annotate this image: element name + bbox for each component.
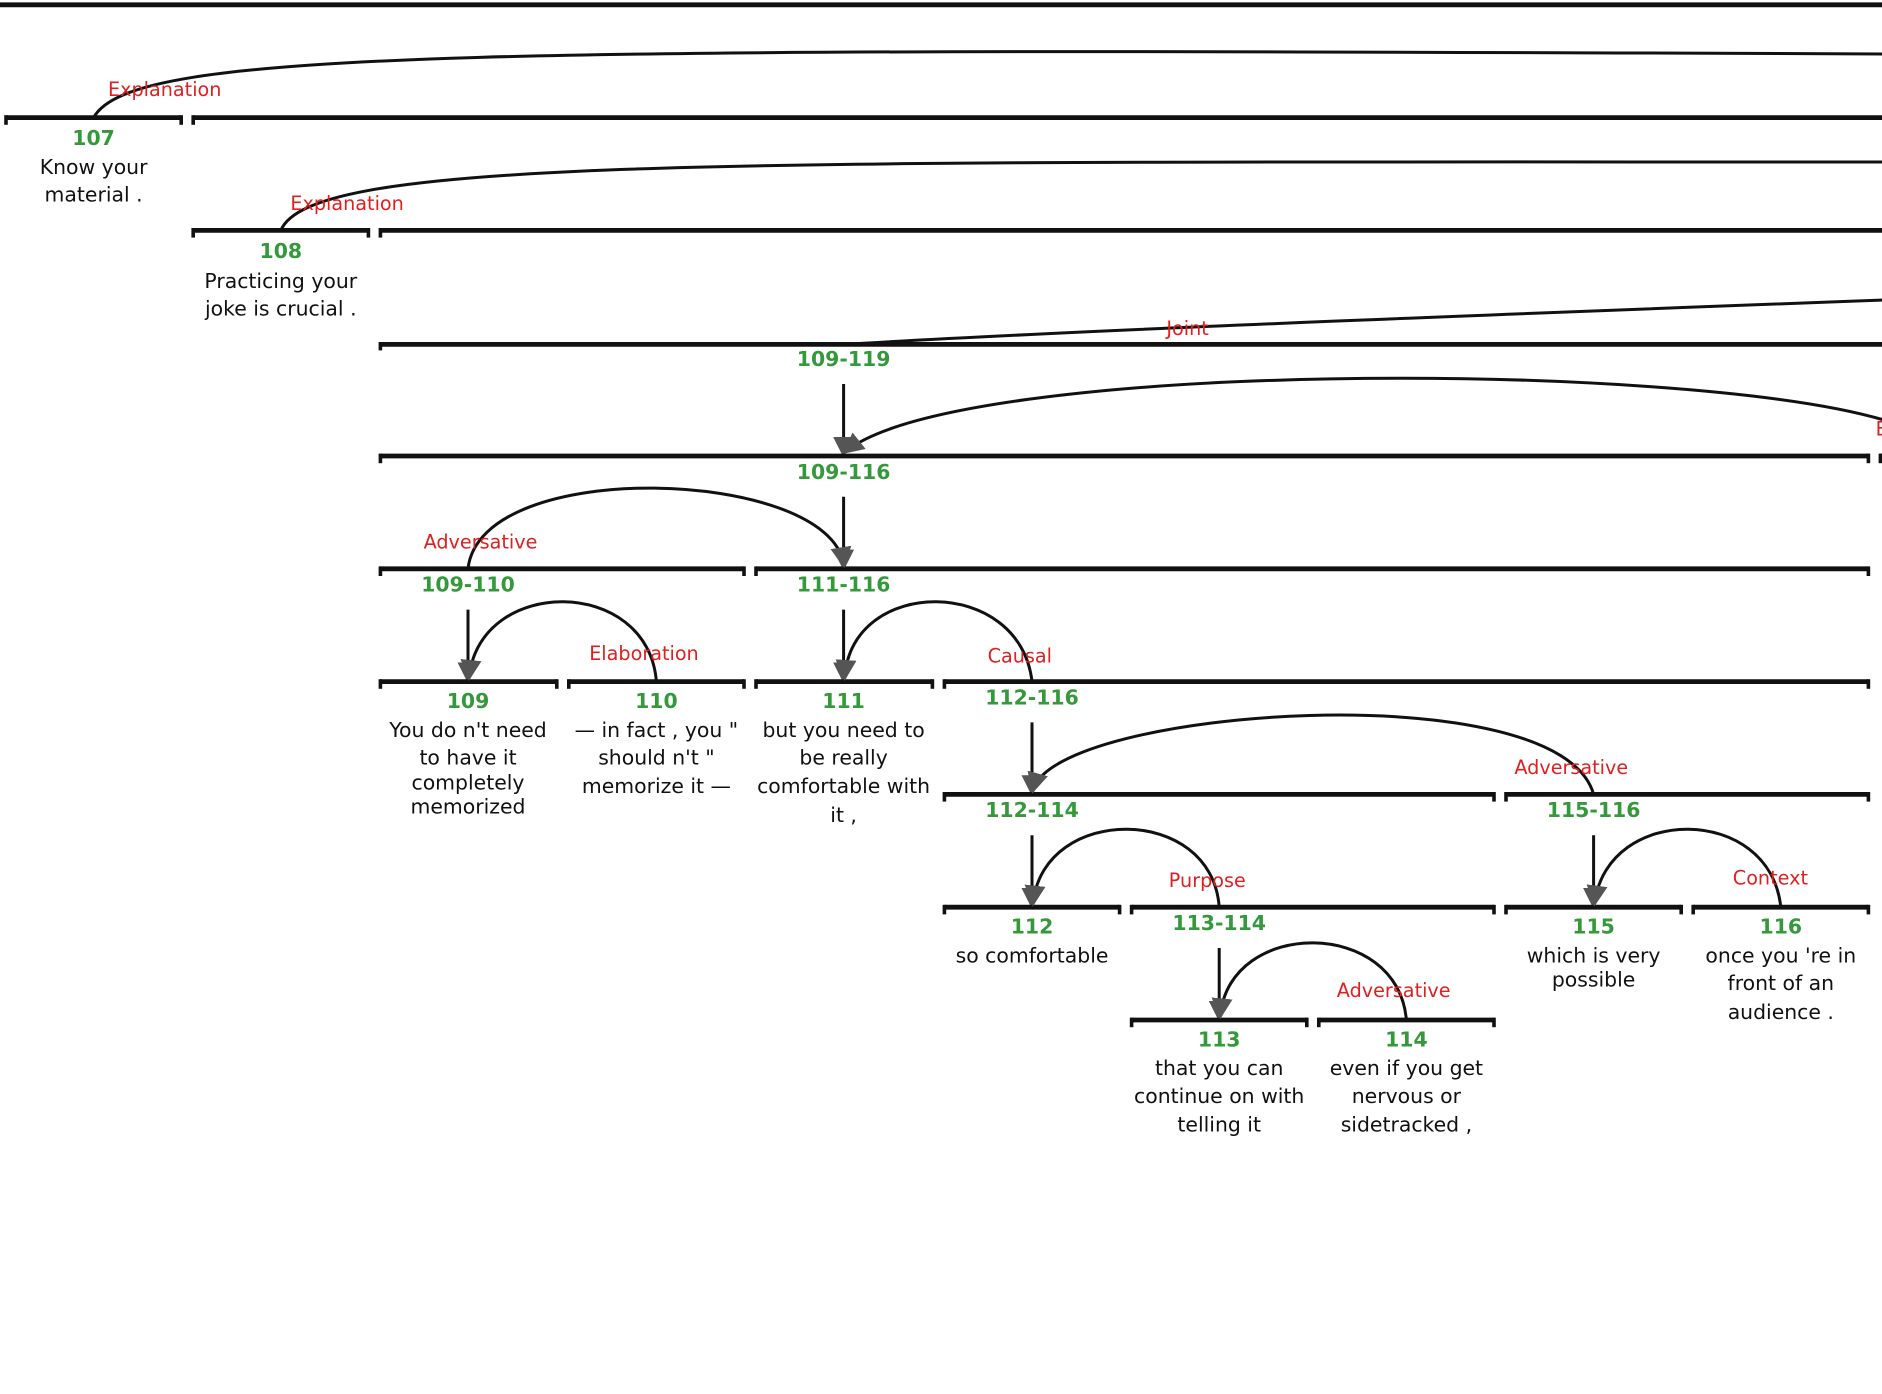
edu-115-line-2: possible bbox=[1552, 967, 1635, 991]
edu-113-line-1: that you can bbox=[1155, 1056, 1283, 1080]
relation-label-explanation-108: Explanation bbox=[290, 192, 403, 215]
span-label-113-114: 113-114 bbox=[1172, 911, 1266, 935]
relation-label-joint: Joint bbox=[1165, 317, 1209, 340]
adversative-arc-109-110 bbox=[466, 486, 852, 569]
bar-115 bbox=[1504, 904, 1684, 915]
adversative-arc-115-116 bbox=[1027, 713, 1596, 795]
bar-109 bbox=[378, 679, 559, 689]
edu-110-line-1: — in fact , you " bbox=[575, 718, 739, 742]
edu-111-line-1: but you need to bbox=[762, 718, 924, 742]
span-label-111-116: 111-116 bbox=[797, 573, 891, 597]
bar-117-119 bbox=[1878, 453, 1882, 464]
joint-line bbox=[843, 298, 1882, 346]
span-label-111: 111 bbox=[822, 689, 865, 713]
elaboration-arc-110 bbox=[460, 600, 658, 682]
bar-112 bbox=[942, 904, 1122, 915]
bar-113 bbox=[1129, 1017, 1309, 1028]
relation-label-cut-off: E bbox=[1876, 418, 1882, 441]
edu-111-line-2: be really bbox=[799, 745, 887, 769]
relation-label-elaboration-110: Elaboration bbox=[589, 642, 699, 665]
span-label-112-116: 112-116 bbox=[985, 685, 1079, 709]
bar-113-114 bbox=[1129, 904, 1496, 915]
span-label-113: 113 bbox=[1198, 1027, 1241, 1051]
relation-label-explanation-107: Explanation bbox=[108, 78, 221, 101]
edu-114-line-2: nervous or bbox=[1352, 1084, 1462, 1108]
edu-107-line-1: Know your bbox=[40, 155, 148, 179]
edu-108-line-1: Practicing your bbox=[204, 269, 357, 293]
edu-111-line-4: it , bbox=[830, 803, 857, 827]
bar-111-116 bbox=[754, 566, 1871, 577]
edu-108-line-2: joke is crucial . bbox=[204, 297, 357, 321]
edu-107-line-2: material . bbox=[45, 183, 143, 207]
span-label-115-116: 115-116 bbox=[1547, 798, 1641, 822]
arc-117-119-to-109-116 bbox=[842, 376, 1882, 454]
explanation-arc-107 bbox=[92, 50, 1882, 119]
edu-116-line-1: once you 're in bbox=[1705, 943, 1856, 967]
span-label-109-116: 109-116 bbox=[797, 460, 891, 484]
edu-109-line-3: completely bbox=[412, 771, 525, 795]
causal-arc-112-116 bbox=[835, 600, 1034, 682]
edu-110-line-2: should n't " bbox=[598, 745, 714, 769]
edu-112-line-1: so comfortable bbox=[956, 943, 1109, 967]
span-label-109-119: 109-119 bbox=[797, 347, 891, 371]
span-label-112: 112 bbox=[1011, 915, 1054, 939]
rst-tree-diagram: Explanation 107 Know your material . Exp… bbox=[0, 2, 1882, 1137]
bar-111 bbox=[754, 679, 935, 689]
span-label-109-110: 109-110 bbox=[421, 573, 515, 597]
span-label-115: 115 bbox=[1572, 915, 1615, 939]
span-label-114: 114 bbox=[1385, 1027, 1428, 1051]
span-label-107: 107 bbox=[72, 126, 115, 150]
edu-109-line-2: to have it bbox=[419, 745, 516, 769]
edu-114-line-1: even if you get bbox=[1330, 1056, 1483, 1080]
bar-112-114 bbox=[942, 792, 1496, 802]
adversative-arc-114 bbox=[1211, 941, 1408, 1021]
relation-label-context: Context bbox=[1733, 866, 1809, 889]
bar-114 bbox=[1317, 1017, 1496, 1028]
edu-110-line-3: memorize it — bbox=[582, 774, 731, 798]
span-label-109: 109 bbox=[447, 689, 490, 713]
context-arc-116 bbox=[1586, 827, 1783, 908]
span-label-110: 110 bbox=[635, 689, 678, 713]
relation-label-adversative-115-116: Adversative bbox=[1514, 756, 1628, 779]
bar-109-119-upper bbox=[378, 228, 1882, 238]
edu-113-line-3: telling it bbox=[1177, 1113, 1261, 1137]
bar-112-116 bbox=[942, 679, 1871, 689]
bar-109-119 bbox=[378, 342, 1882, 351]
edu-109-line-4: memorized bbox=[411, 795, 526, 819]
span-label-116: 116 bbox=[1760, 915, 1803, 939]
edu-109-line-1: You do n't need bbox=[388, 718, 547, 742]
bar-115-116 bbox=[1504, 792, 1871, 802]
explanation-arc-108 bbox=[279, 160, 1882, 231]
span-label-112-114: 112-114 bbox=[985, 798, 1079, 822]
purpose-arc-113-114 bbox=[1024, 827, 1221, 908]
edu-116-line-2: front of an bbox=[1728, 971, 1835, 995]
edu-115-line-1: which is very bbox=[1527, 943, 1661, 967]
edu-113-line-2: continue on with bbox=[1134, 1084, 1304, 1108]
edu-111-line-3: comfortable with bbox=[757, 774, 930, 798]
relation-label-purpose: Purpose bbox=[1169, 869, 1246, 892]
edu-114-line-3: sidetracked , bbox=[1341, 1113, 1472, 1137]
relation-label-adversative-114: Adversative bbox=[1337, 979, 1451, 1002]
span-label-108: 108 bbox=[260, 239, 303, 263]
relation-label-causal: Causal bbox=[988, 644, 1052, 667]
relation-label-adversative-109-110: Adversative bbox=[424, 530, 538, 553]
edu-116-line-3: audience . bbox=[1728, 1000, 1834, 1024]
bar-109-116 bbox=[378, 453, 1871, 464]
bar-109-110 bbox=[378, 566, 746, 577]
bar-108-119 bbox=[191, 115, 1882, 125]
